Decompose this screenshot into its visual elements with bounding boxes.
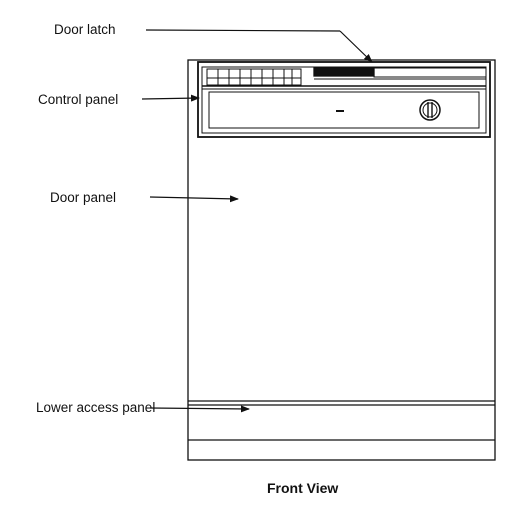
control-panel-arrow [141,94,200,102]
door-latch-leader [145,29,341,32]
door-panel-label: Door panel [50,190,117,205]
door-latch-label: Door latch [54,22,116,37]
door-panel-arrow [149,195,239,203]
brand-mark [336,110,344,112]
control-panel-inset [201,66,487,134]
door-latch-handle [313,67,375,77]
control-recess [208,91,480,129]
push-buttons [206,68,302,86]
dishwasher-outline [187,59,496,461]
door-latch-arrow [339,30,373,63]
control-panel-label: Control panel [38,92,119,107]
dial-knob [419,99,441,121]
lower-access-panel-label: Lower access panel [36,400,156,415]
lower-access-panel-arrow [149,405,250,413]
figure-caption: Front View [267,480,339,496]
